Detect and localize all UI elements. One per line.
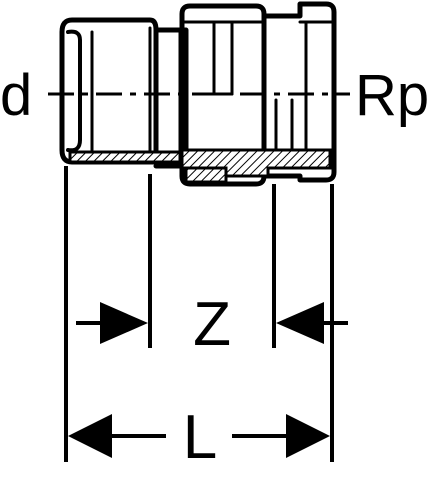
dimension-l-arrow-left: [68, 414, 112, 458]
press-sleeve-outline: [59, 17, 159, 165]
threaded-socket-outline: [261, 1, 337, 183]
press-sleeve-bead: [66, 29, 82, 153]
label-z: Z: [193, 290, 231, 359]
dimension-z-arrow-right: [276, 302, 324, 344]
section-hatching: [68, 148, 332, 184]
dimension-l: [68, 414, 330, 458]
hex-nut-outline: [179, 3, 267, 187]
section-hatch-step: [184, 166, 228, 184]
label-rp: Rp: [355, 63, 429, 128]
label-l: L: [183, 403, 217, 472]
dimension-l-arrow-right: [286, 414, 330, 458]
dimension-z-arrow-left: [100, 302, 148, 344]
label-d: d: [0, 63, 32, 128]
section-hatch-sleeve: [68, 150, 182, 164]
transition-collar: [153, 27, 189, 169]
dimension-z: [76, 302, 348, 344]
